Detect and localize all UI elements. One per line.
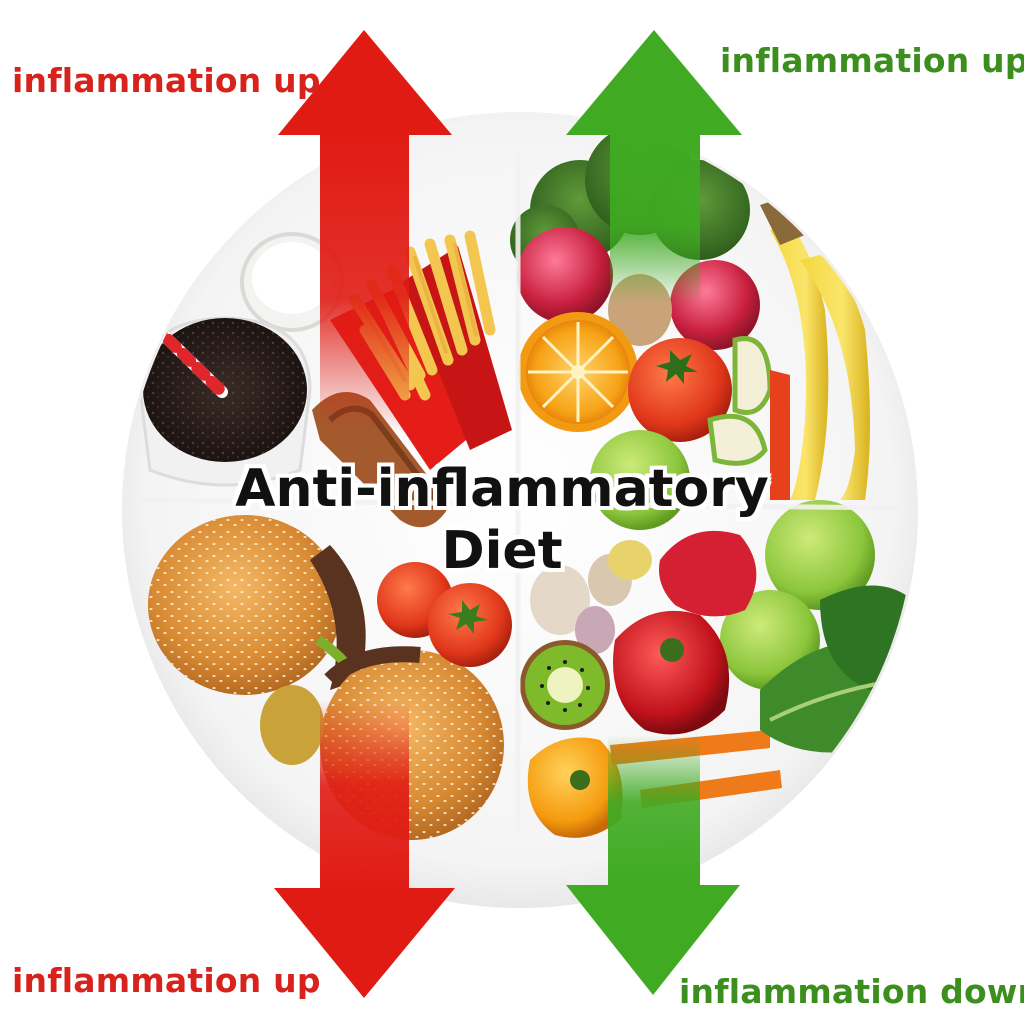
green-arrow-down-icon (566, 735, 740, 995)
plate-divider-horizontal (139, 497, 901, 511)
diet-title: Anti-inflammatory Diet (212, 458, 792, 582)
label-bottom-right-inflammation-down: inflammation down (679, 972, 1024, 1011)
nuts (530, 540, 652, 654)
green-arrow-up-icon (566, 30, 742, 304)
strawberry (659, 530, 757, 617)
title-line-1: Anti-inflammatory (235, 459, 769, 519)
right-tomato (628, 338, 732, 442)
carrot-stick (770, 370, 790, 500)
yellow-pepper (527, 737, 623, 838)
label-top-right-inflammation-up: inflammation up (720, 41, 1024, 80)
title-line-2: Diet (441, 521, 563, 581)
red-arrow-up-icon (278, 30, 452, 434)
red-apples (517, 227, 760, 350)
nugget (260, 685, 324, 765)
left-tomatoes (377, 562, 512, 667)
label-bottom-left-inflammation-up: inflammation up (12, 961, 321, 1000)
red-pepper (613, 610, 730, 735)
label-top-left-inflammation-up: inflammation up (12, 61, 321, 100)
milk-cup (240, 232, 344, 332)
kiwi (520, 640, 610, 730)
apple-slices (707, 336, 773, 466)
red-arrow-down-icon (274, 700, 455, 998)
burger-top (148, 515, 375, 703)
orange-slice (518, 312, 638, 432)
